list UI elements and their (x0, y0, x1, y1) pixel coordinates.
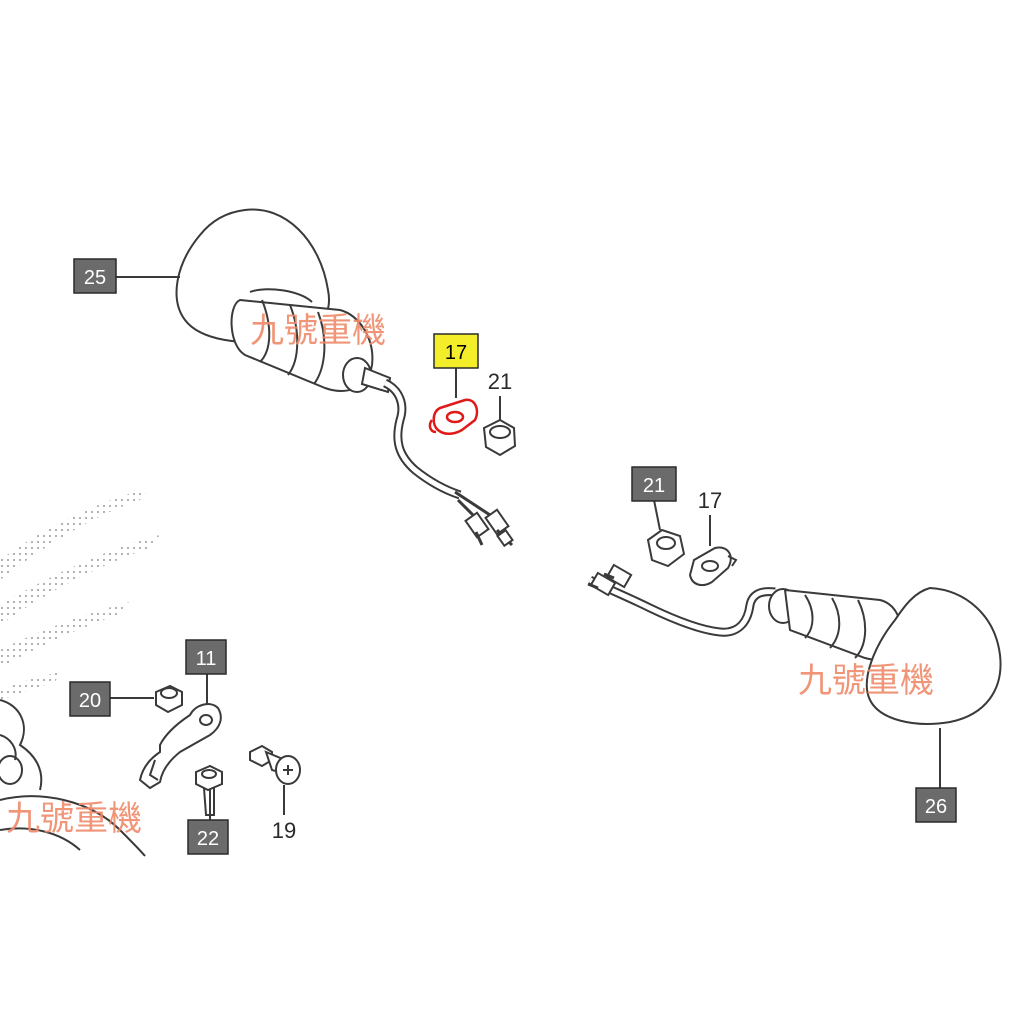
svg-text:22: 22 (197, 828, 219, 850)
label-17-lower: 17 (698, 488, 722, 513)
svg-text:20: 20 (79, 690, 101, 712)
leader-21-lower (653, 499, 661, 531)
turn-signal-right (587, 563, 1002, 725)
washer-17-highlighted (428, 398, 479, 435)
callout-25: 25 (73, 258, 117, 294)
nut-21-lower (646, 528, 686, 568)
nut-21-upper (482, 418, 517, 457)
callout-22: 22 (187, 819, 229, 855)
callout-20: 20 (69, 681, 111, 717)
label-19: 19 (272, 818, 296, 843)
callout-11: 11 (185, 639, 227, 675)
svg-text:25: 25 (84, 267, 106, 289)
svg-text:26: 26 (925, 796, 947, 818)
callout-26: 26 (915, 787, 957, 823)
screw-19 (249, 744, 301, 785)
watermark-3: 九號重機 (6, 799, 142, 839)
turn-signal-left (175, 208, 514, 548)
svg-text:17: 17 (445, 342, 467, 364)
bolt-22 (195, 764, 223, 816)
watermark-1: 九號重機 (250, 311, 386, 351)
washer-17-lower (688, 546, 738, 587)
bracket-11 (138, 703, 222, 790)
headlamp-housing (0, 699, 146, 857)
fairing-shading (0, 488, 160, 700)
svg-text:11: 11 (196, 648, 217, 670)
svg-text:21: 21 (643, 475, 665, 497)
callout-17-highlighted: 17 (433, 333, 479, 369)
grommet-20 (155, 684, 183, 714)
label-21-upper: 21 (488, 369, 512, 394)
watermark-2: 九號重機 (798, 661, 934, 701)
callout-21-lower: 21 (631, 466, 677, 502)
